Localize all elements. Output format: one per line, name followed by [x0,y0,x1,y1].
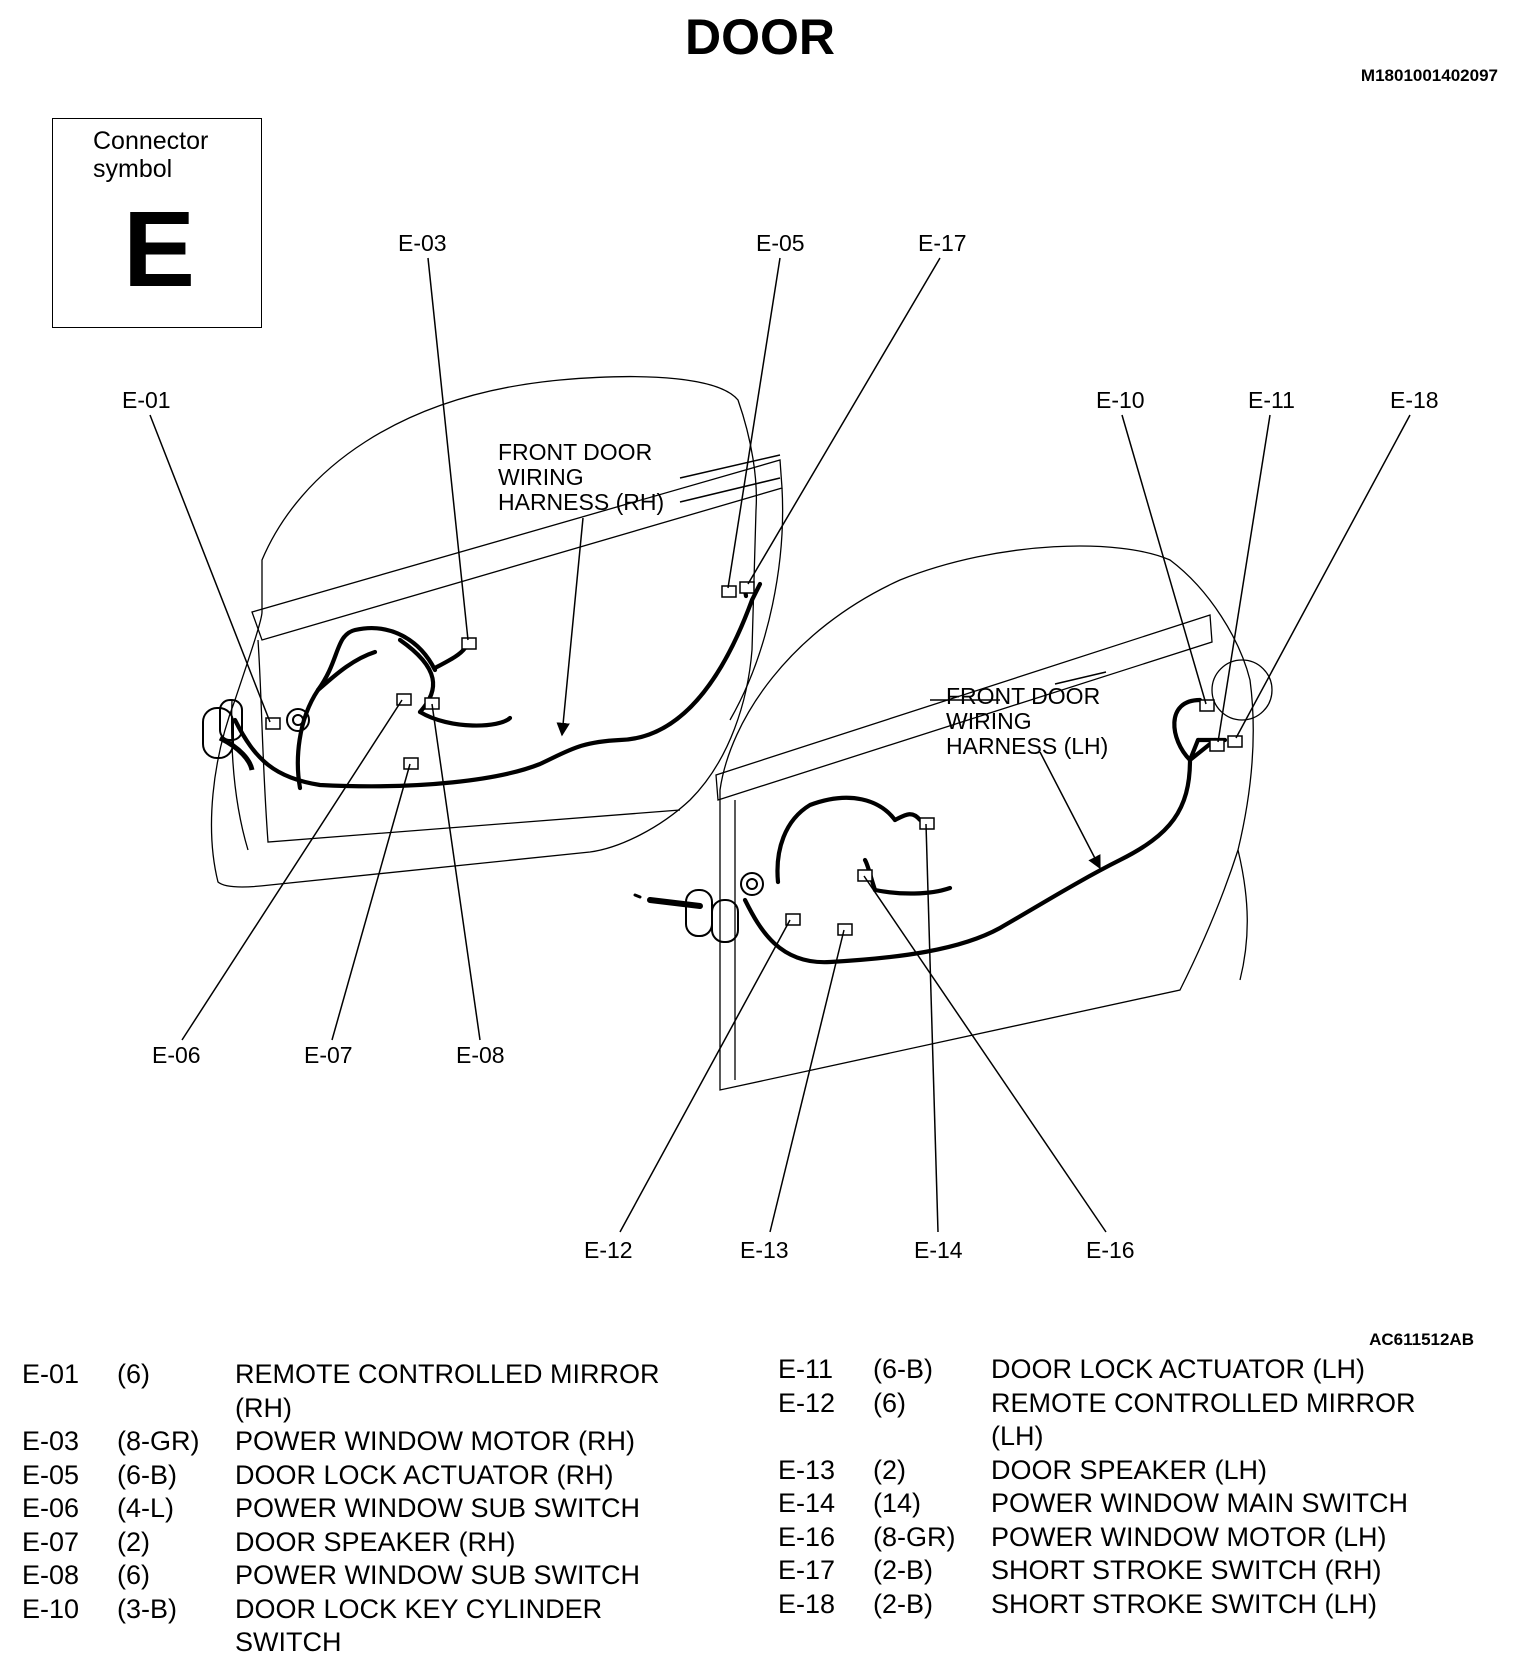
legend-size: (14) [873,1488,922,1518]
rh-door-outline [210,375,784,888]
harness-label-lh-line3: HARNESS (LH) [946,733,1108,759]
legend-code: E-08 [22,1560,80,1590]
connector-legend-right: E-11 (6-B) DOOR LOCK ACTUATOR (LH) E-12 … [778,1353,1498,1621]
harness-label-rh-line2: WIRING [498,464,584,490]
connector-symbol-letter: E [123,188,196,309]
callout-e18: E-18 [1390,387,1439,413]
legend-desc: POWER WINDOW MOTOR (LH) [991,1521,1387,1552]
document-id: M1801001402097 [1360,66,1498,85]
legend-desc: POWER WINDOW SUB SWITCH [235,1493,640,1523]
callout-e17: E-17 [918,230,967,256]
legend-row: E-12 (6) REMOTE CONTROLLED MIRROR(LH) [778,1387,1498,1454]
legend-desc: REMOTE CONTROLLED MIRROR(LH) [991,1387,1416,1452]
legend-row: E-14 (14) POWER WINDOW MAIN SWITCH [778,1487,1498,1521]
legend-desc: SHORT STROKE SWITCH (LH) [991,1588,1378,1619]
legend-code: E-13 [778,1454,836,1485]
legend-row: E-06 (4-L) POWER WINDOW SUB SWITCH [22,1492,742,1526]
lh-mirror-grommet [685,872,764,943]
legend-desc: DOOR SPEAKER (LH) [991,1454,1268,1485]
legend-code: E-07 [22,1526,80,1557]
harness-label-lh: FRONT DOOR WIRING HARNESS (LH) [946,683,1108,759]
rh-wiring-harness [232,581,763,791]
legend-desc: REMOTE CONTROLLED MIRROR(RH) [235,1359,660,1423]
legend-size: (6) [117,1359,150,1389]
rh-connectors [265,581,755,770]
legend-row: E-13 (2) DOOR SPEAKER (LH) [778,1454,1498,1488]
callout-e10: E-10 [1096,387,1145,413]
legend-code: E-12 [778,1387,836,1418]
legend-row: E-08 (6) POWER WINDOW SUB SWITCH [22,1559,742,1593]
legend-code: E-17 [778,1555,836,1585]
callout-e16: E-16 [1086,1237,1135,1263]
rh-mirror-grommet [202,699,310,771]
callout-e13: E-13 [740,1237,789,1263]
legend-desc: DOOR LOCK ACTUATOR (RH) [235,1459,614,1490]
legend-code: E-14 [778,1488,836,1518]
callout-e05: E-05 [756,230,805,256]
legend-size: (3-B) [117,1593,177,1624]
harness-label-lh-line1: FRONT DOOR [946,683,1100,709]
legend-size: (6) [873,1387,906,1418]
legend-desc: POWER WINDOW SUB SWITCH [235,1560,640,1590]
legend-row: E-01 (6) REMOTE CONTROLLED MIRROR(RH) [22,1358,742,1425]
legend-desc: SHORT STROKE SWITCH (RH) [991,1555,1382,1585]
callout-e12: E-12 [584,1237,633,1263]
legend-code: E-16 [778,1521,836,1552]
legend-code: E-10 [22,1593,80,1624]
legend-size: (2) [873,1454,906,1485]
harness-label-rh: FRONT DOOR WIRING HARNESS (RH) [498,439,664,515]
legend-code: E-11 [778,1354,834,1384]
door-wiring-diagram: E-01 E-03 E-05 E-17 E-10 E-11 E-18 E-06 … [122,230,1439,1263]
legend-size: (6-B) [873,1354,933,1384]
connector-symbol-caption-line2: symbol [93,155,173,183]
connector-symbol-box: Connector symbol E [52,118,262,328]
legend-row: E-03 (8-GR) POWER WINDOW MOTOR (RH) [22,1425,742,1459]
legend-desc: DOOR LOCK ACTUATOR (LH) [991,1354,1366,1384]
legend-row: E-11 (6-B) DOOR LOCK ACTUATOR (LH) [778,1353,1498,1387]
legend-size: (2-B) [873,1555,933,1585]
callout-e08: E-08 [456,1042,505,1068]
harness-label-rh-line1: FRONT DOOR [498,439,652,465]
legend-row: E-18 (2-B) SHORT STROKE SWITCH (LH) [778,1588,1498,1622]
callout-e14: E-14 [914,1237,963,1263]
page-title: DOOR [685,9,835,65]
legend-code: E-06 [22,1493,80,1523]
legend-row: E-07 (2) DOOR SPEAKER (RH) [22,1526,742,1560]
lh-connectors [785,699,1243,936]
figure-id: AC611512AB [1369,1330,1474,1349]
legend-size: (6-B) [117,1459,177,1490]
legend-row: E-16 (8-GR) POWER WINDOW MOTOR (LH) [778,1521,1498,1555]
harness-label-lh-line2: WIRING [946,708,1032,734]
legend-size: (2) [117,1526,150,1557]
legend-row: E-17 (2-B) SHORT STROKE SWITCH (RH) [778,1554,1498,1588]
legend-desc: POWER WINDOW MAIN SWITCH [991,1488,1408,1518]
connector-symbol-caption-line1: Connector [93,127,209,155]
callout-e03: E-03 [398,230,447,256]
legend-row: E-05 (6-B) DOOR LOCK ACTUATOR (RH) [22,1459,742,1493]
legend-code: E-05 [22,1459,80,1490]
legend-size: (2-B) [873,1588,933,1619]
legend-desc: DOOR SPEAKER (RH) [235,1526,516,1557]
callout-e07: E-07 [304,1042,353,1068]
callout-leader-lines [149,257,1411,1233]
legend-code: E-01 [22,1359,80,1389]
legend-size: (4-L) [117,1493,175,1523]
legend-code: E-18 [778,1588,836,1619]
callout-e11: E-11 [1248,387,1295,413]
legend-size: (8-GR) [117,1426,200,1456]
callout-e01: E-01 [122,387,171,413]
harness-label-rh-line3: HARNESS (RH) [498,489,664,515]
legend-code: E-03 [22,1426,80,1456]
callout-e06: E-06 [152,1042,201,1068]
legend-size: (8-GR) [873,1521,956,1552]
legend-size: (6) [117,1560,150,1590]
connector-symbol-caption: Connector symbol [93,127,208,183]
legend-desc: POWER WINDOW MOTOR (RH) [235,1426,635,1456]
callout-labels: E-01 E-03 E-05 E-17 E-10 E-11 E-18 E-06 … [122,230,1439,1263]
connector-legend-left: E-01 (6) REMOTE CONTROLLED MIRROR(RH) E-… [22,1358,742,1660]
lh-wiring-harness [633,697,1228,965]
lh-door-outline [715,545,1273,1091]
